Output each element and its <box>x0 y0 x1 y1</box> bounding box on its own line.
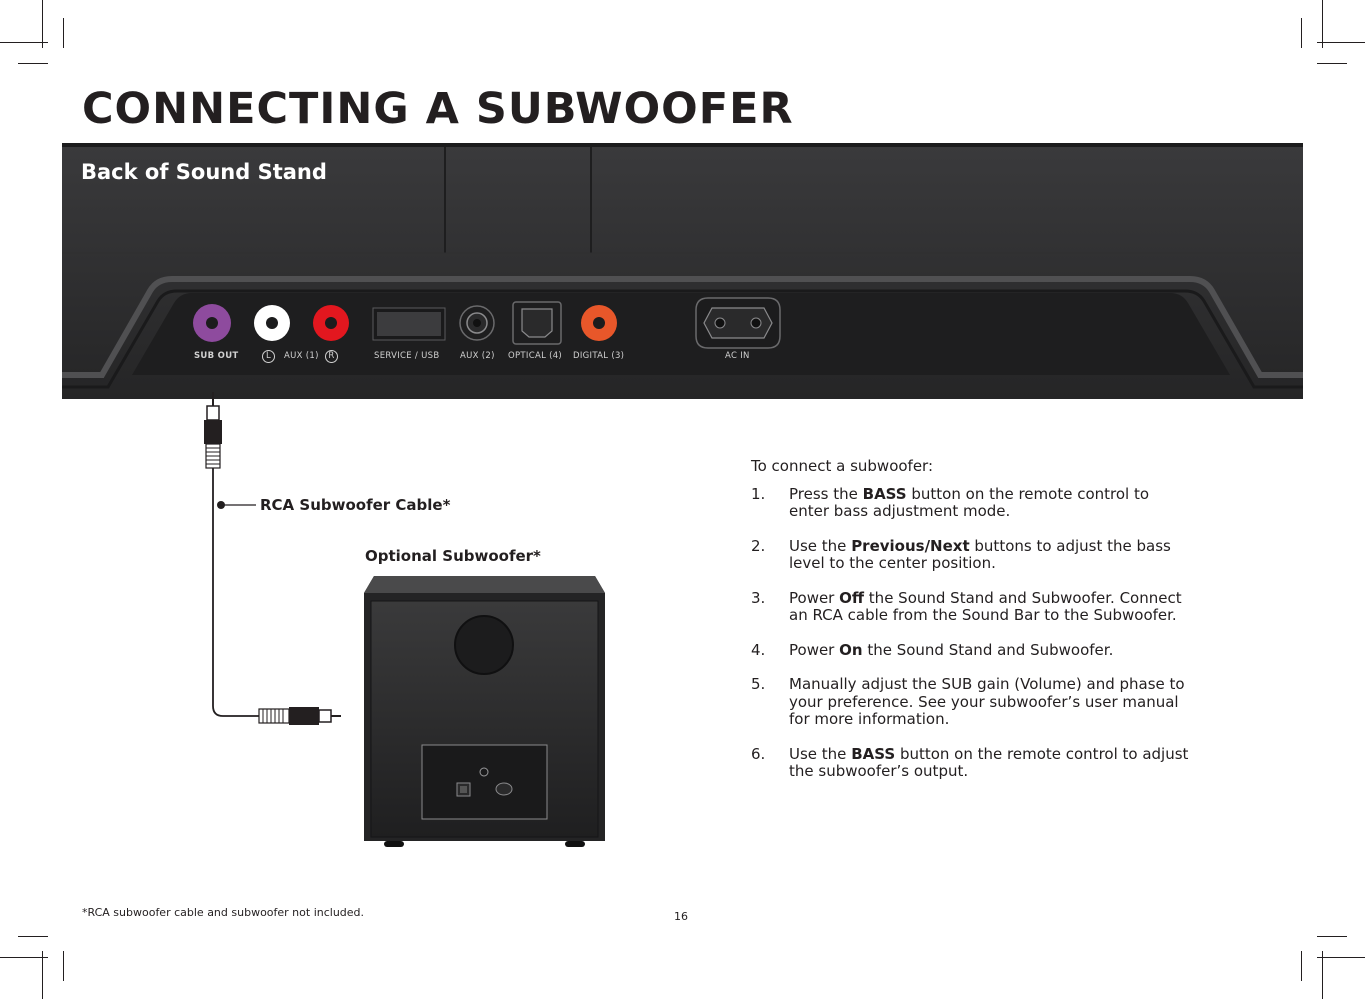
optical-port <box>512 301 562 345</box>
instructions-intro: To connect a subwoofer: <box>751 457 934 475</box>
aux2-jack <box>459 305 495 341</box>
step-item: 2.Use the Previous/Next buttons to adjus… <box>751 536 1171 572</box>
aux1-label: AUX (1) <box>284 351 319 361</box>
steps-list: 1.Press the BASS button on the remote co… <box>751 484 1191 781</box>
instructions: To connect a subwoofer: 1.Press the BASS… <box>751 457 1191 798</box>
panel-label: Back of Sound Stand <box>81 160 327 184</box>
cable-callout: RCA Subwoofer Cable* <box>260 496 451 514</box>
crop-mark <box>1317 936 1347 937</box>
crop-mark <box>1322 951 1323 999</box>
step-item: 3.Power Off the Sound Stand and Subwoofe… <box>751 588 1182 624</box>
cable-callout-leader <box>217 501 256 509</box>
subwoofer-callout: Optional Subwoofer* <box>365 547 541 565</box>
sub-out-label: SUB OUT <box>194 351 239 361</box>
crop-mark <box>18 936 48 937</box>
sub-out-jack <box>193 304 231 342</box>
crop-mark <box>0 957 48 958</box>
ac-in-socket <box>695 297 781 349</box>
page-title: CONNECTING A SUBWOOFER <box>82 84 794 134</box>
crop-mark <box>0 42 48 43</box>
aux1-left-jack <box>254 305 290 341</box>
crop-mark <box>1317 42 1365 43</box>
step-item: 6.Use the BASS button on the remote cont… <box>751 744 1189 780</box>
crop-mark <box>1317 63 1347 64</box>
service-usb-label: SERVICE / USB <box>374 351 440 361</box>
step-item: 4.Power On the Sound Stand and Subwoofer… <box>751 640 1114 659</box>
crop-mark <box>63 18 64 48</box>
step-item: 5.Manually adjust the SUB gain (Volume) … <box>751 675 1185 728</box>
crop-mark <box>42 0 43 48</box>
aux1-right-jack <box>313 305 349 341</box>
crop-mark <box>1322 0 1323 48</box>
aux1-right-label: R <box>325 350 338 363</box>
aux2-label: AUX (2) <box>460 351 495 361</box>
aux1-left-label: L <box>262 350 275 363</box>
ac-in-label: AC IN <box>725 351 750 361</box>
digital-jack <box>581 305 617 341</box>
crop-mark <box>1301 18 1302 48</box>
digital-label: DIGITAL (3) <box>573 351 625 361</box>
footnote: *RCA subwoofer cable and subwoofer not i… <box>82 906 365 919</box>
optical-label: OPTICAL (4) <box>508 351 563 361</box>
rca-cable <box>204 392 341 725</box>
page-number: 16 <box>674 910 688 923</box>
crop-mark <box>1301 951 1302 981</box>
subwoofer-illustration <box>364 576 605 847</box>
usb-port <box>372 307 446 341</box>
crop-mark <box>63 951 64 981</box>
crop-mark <box>42 951 43 999</box>
step-item: 1.Press the BASS button on the remote co… <box>751 484 1150 520</box>
crop-mark <box>1317 957 1365 958</box>
crop-mark <box>18 63 48 64</box>
